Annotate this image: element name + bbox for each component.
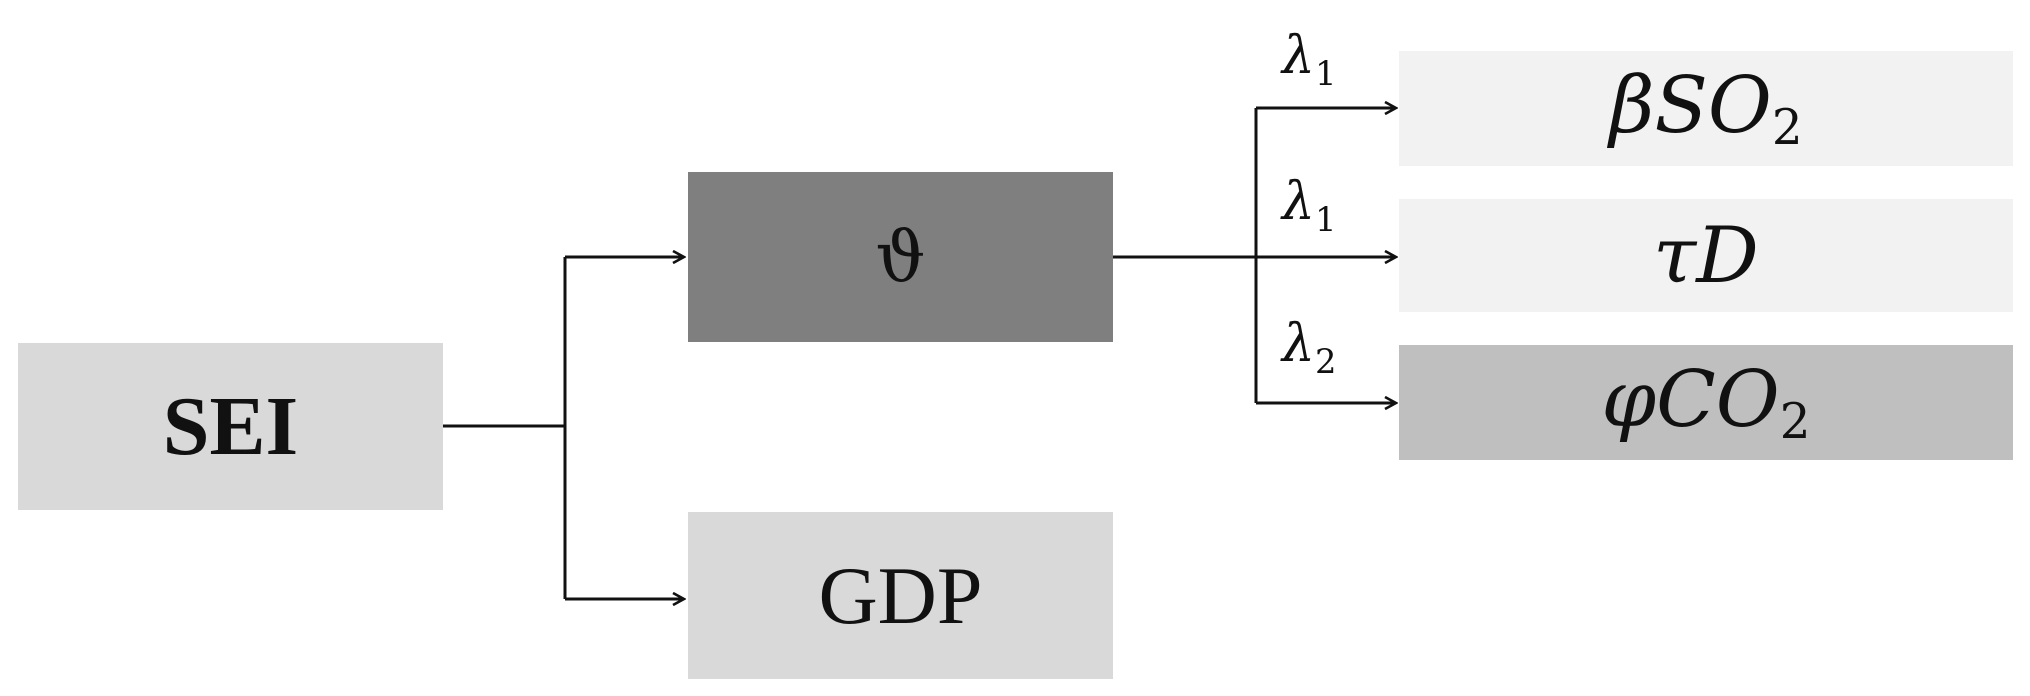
node-co2-text: φCO bbox=[1601, 354, 1780, 445]
node-so2-label: βSO2 bbox=[1609, 61, 1802, 156]
node-so2-subscript: 2 bbox=[1771, 100, 1803, 157]
edge-label-lambda-so2: λ1 bbox=[1282, 30, 1336, 91]
node-td: τD bbox=[1399, 199, 2013, 312]
edge-label-subscript: 1 bbox=[1314, 199, 1337, 239]
node-sei: SEI bbox=[18, 343, 443, 510]
edge-label-lambda-td: λ1 bbox=[1282, 176, 1336, 237]
node-gdp: GDP bbox=[688, 512, 1113, 679]
edge-label-symbol: λ bbox=[1282, 314, 1315, 374]
node-gdp-label: GDP bbox=[818, 549, 983, 641]
node-theta-label: ϑ bbox=[875, 216, 926, 298]
node-co2-label: φCO2 bbox=[1601, 355, 1810, 450]
node-so2: βSO2 bbox=[1399, 51, 2013, 166]
node-co2: φCO2 bbox=[1399, 345, 2013, 460]
node-td-label: τD bbox=[1653, 210, 1759, 301]
node-so2-text: βSO bbox=[1609, 60, 1772, 151]
edge-label-symbol: λ bbox=[1282, 172, 1315, 232]
edge-label-symbol: λ bbox=[1282, 26, 1315, 86]
edge-label-lambda-co2: λ2 bbox=[1282, 318, 1336, 379]
node-sei-label: SEI bbox=[162, 380, 299, 473]
edge-label-subscript: 1 bbox=[1314, 53, 1337, 93]
node-co2-subscript: 2 bbox=[1779, 394, 1811, 451]
edge-label-subscript: 2 bbox=[1314, 341, 1337, 381]
node-theta: ϑ bbox=[688, 172, 1113, 342]
